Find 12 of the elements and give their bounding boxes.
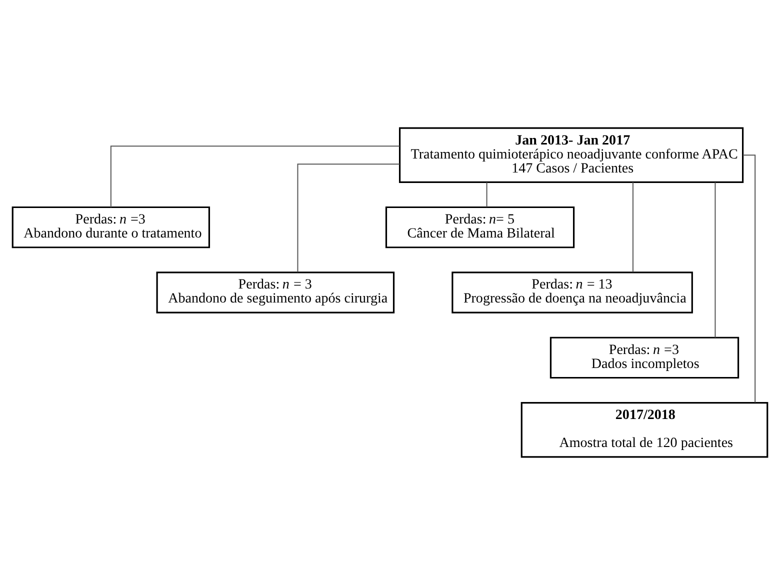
node-box: Jan 2013- Jan 2017 Tratamento quimioterápico neoadjuvante conforme APAC 147 Casos / Pacientes — [398, 127, 744, 183]
node-box: 2017/2018 Amostra total de 120 pacientes — [520, 402, 768, 458]
node-box: Perdas: n= 5 Câncer de Mama Bilateral — [385, 206, 575, 248]
connector — [632, 182, 634, 272]
node-box: Perdas: n =3 Dados incompletos — [550, 336, 740, 379]
node-box: Perdas: n = 3 Abandono de seguimento após cirurgia — [156, 272, 395, 314]
connector — [486, 182, 488, 207]
connector — [110, 146, 400, 208]
node-box: Perdas: n = 13 Progressão de doença na neoadjuvância — [452, 272, 693, 314]
connector — [297, 164, 400, 272]
connector — [714, 182, 716, 338]
node-box: Perdas: n =3 Abandono durante o tratamento — [12, 206, 210, 248]
